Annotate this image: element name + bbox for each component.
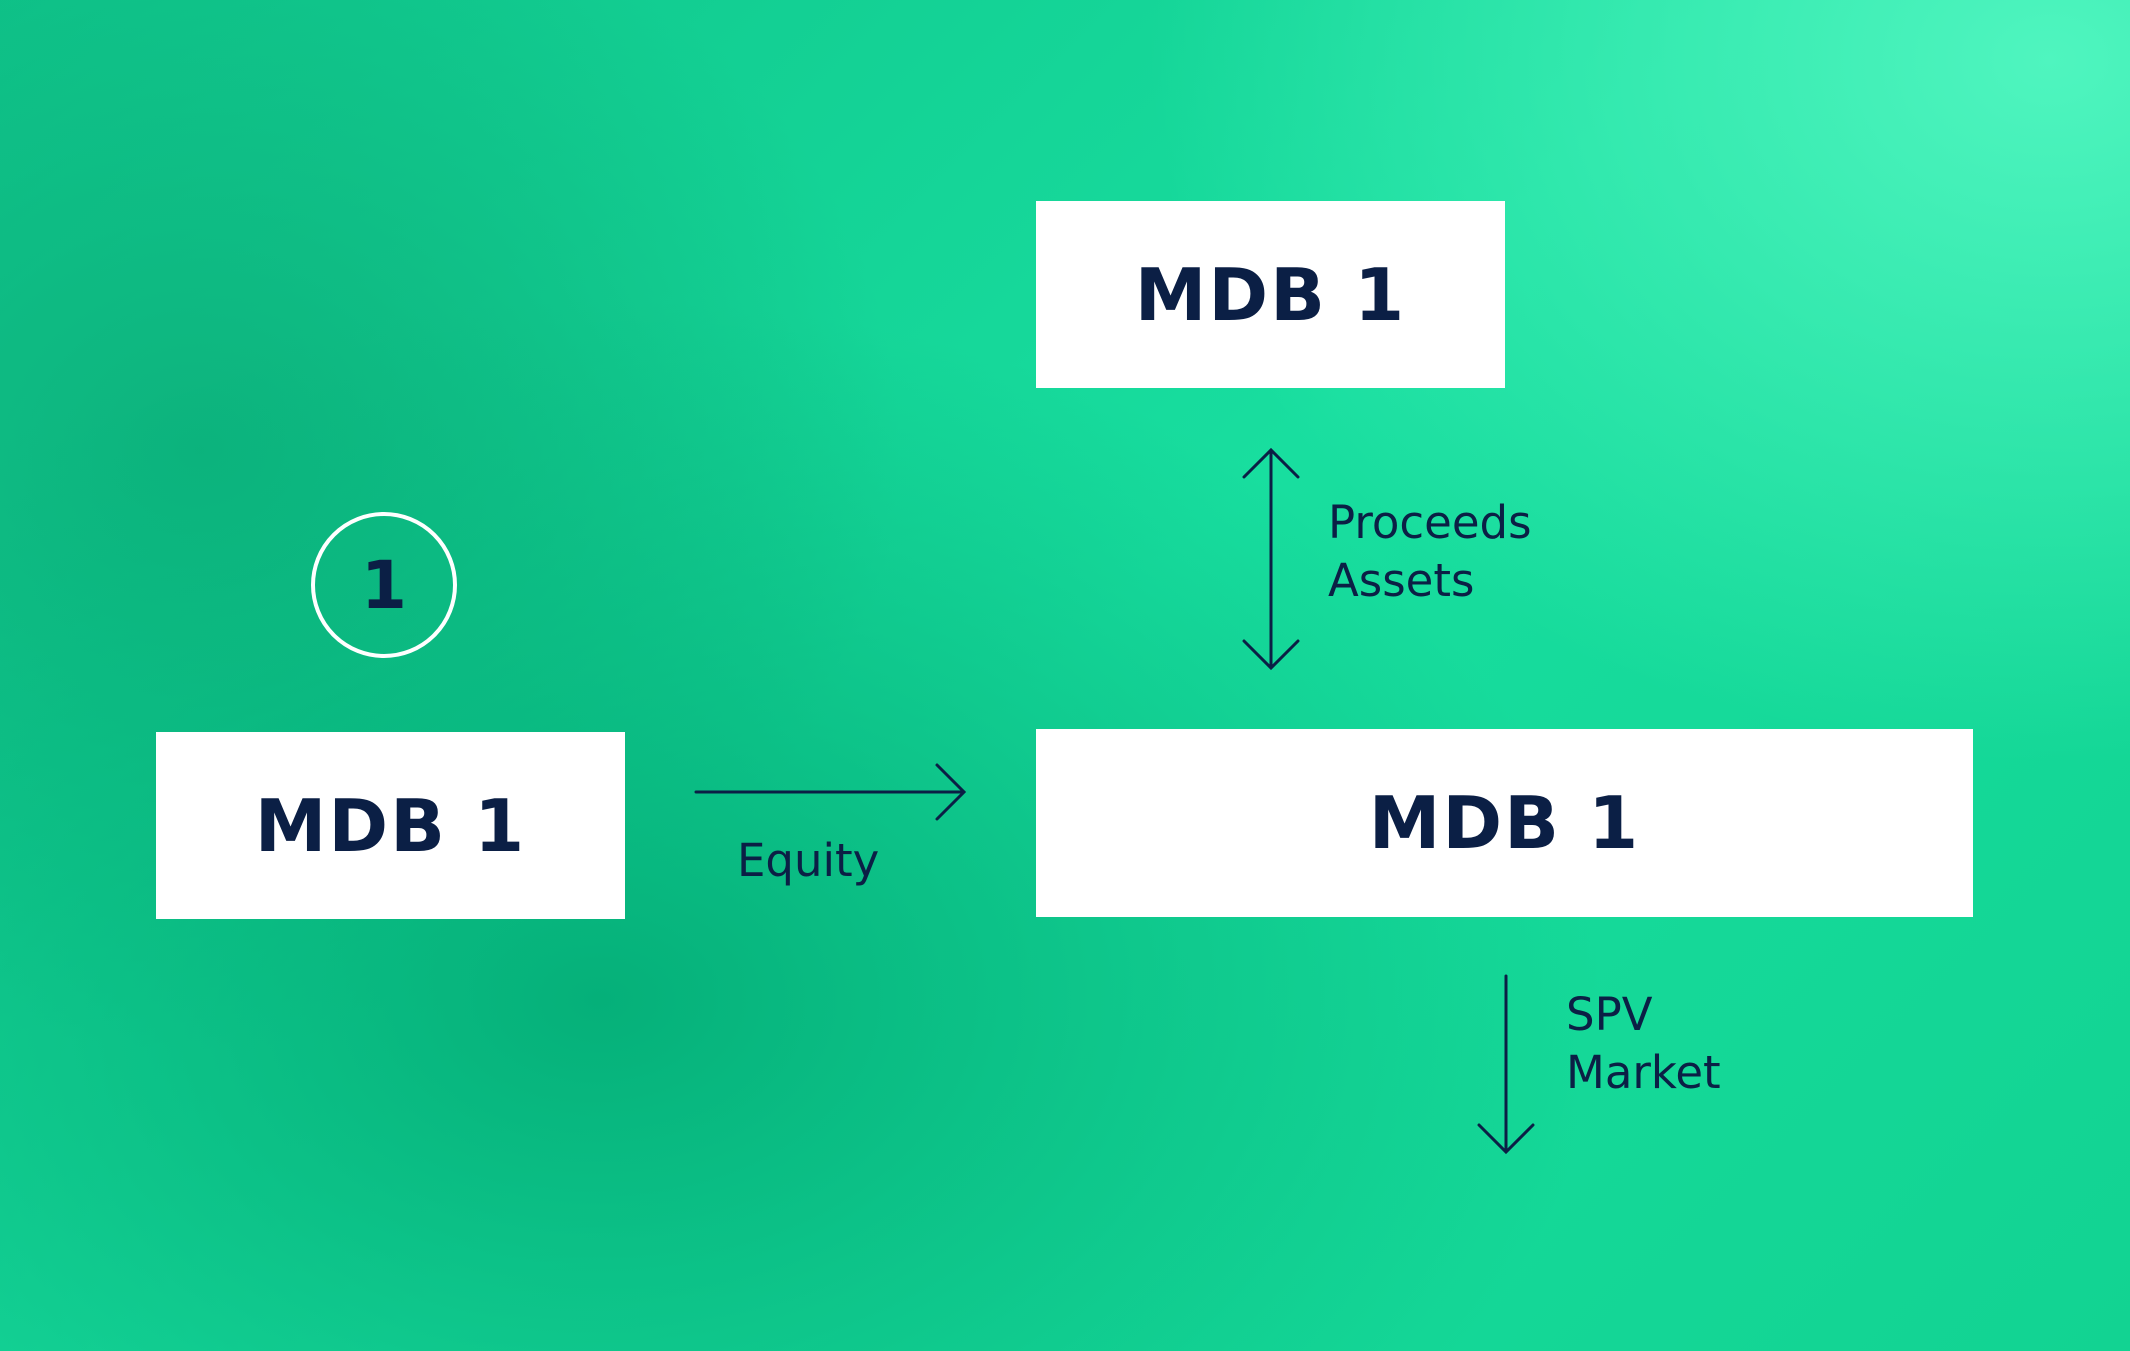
main-mdb-box: MDB 1	[1036, 729, 1973, 917]
proceeds-label: Proceeds	[1328, 496, 1532, 549]
down-arrow-icon	[1477, 974, 1535, 1155]
equity-label: Equity	[737, 834, 880, 887]
step-number-badge: 1	[311, 512, 457, 658]
double-arrow-icon	[1242, 447, 1300, 671]
spv-label: SPV	[1566, 988, 1653, 1041]
assets-label: Assets	[1328, 554, 1475, 607]
top-mdb-box: MDB 1	[1036, 201, 1505, 388]
market-label: Market	[1566, 1046, 1721, 1099]
left-mdb-box: MDB 1	[156, 732, 625, 919]
right-arrow-icon	[694, 763, 967, 821]
